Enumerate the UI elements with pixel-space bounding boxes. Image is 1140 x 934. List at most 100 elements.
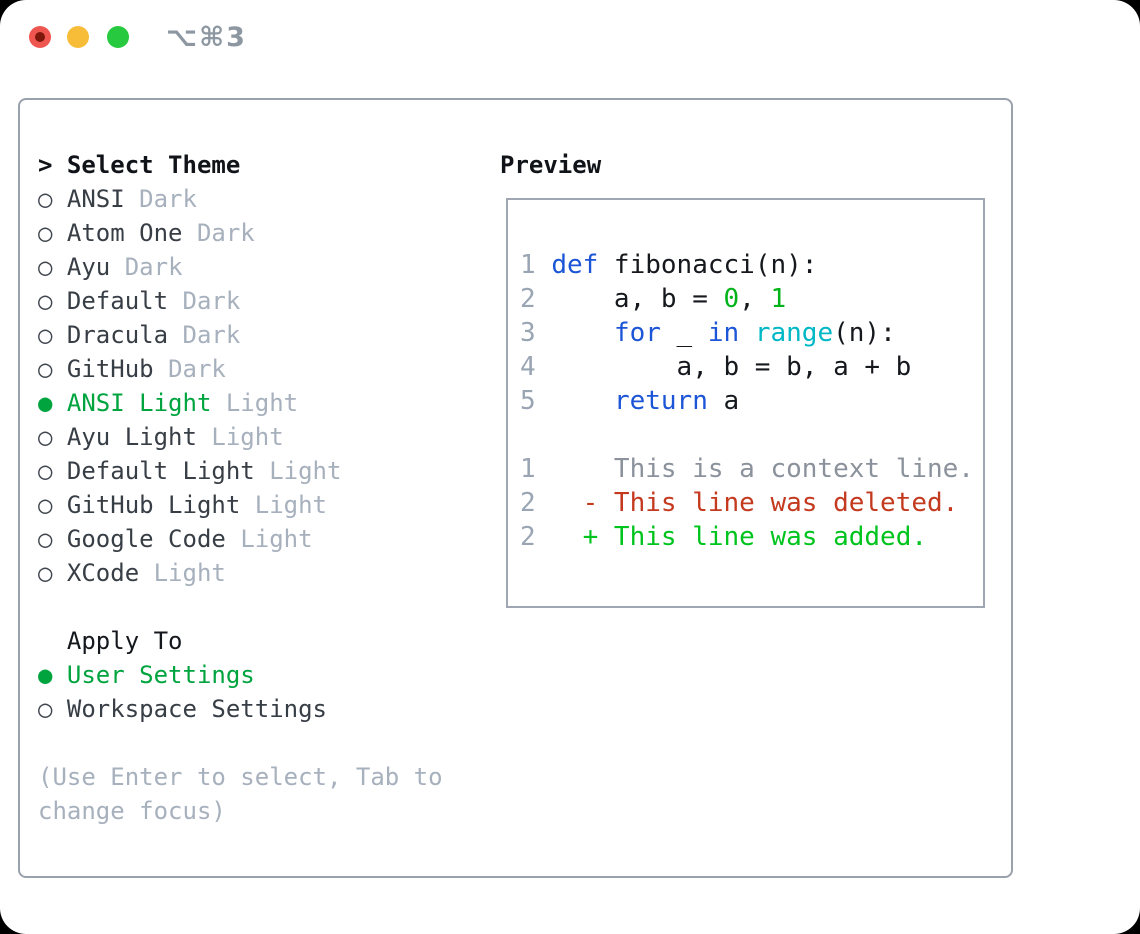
line-number: 2 (520, 488, 536, 518)
line-number: 2 (520, 284, 536, 314)
titlebar: ⌥⌘3 (0, 0, 1140, 75)
code-line-4: 4 a, b = b, a + b (520, 350, 983, 384)
theme-name: ANSI (66, 185, 125, 213)
theme-list-title: Select Theme (66, 151, 241, 179)
radio-icon: ○ (38, 423, 53, 451)
line-number: 1 (520, 250, 536, 280)
radio-icon: ○ (38, 253, 53, 281)
theme-option-github[interactable]: ○ GitHub Dark (38, 352, 443, 386)
close-button[interactable] (29, 26, 51, 48)
code-line-2: 2 a, b = 0, 1 (520, 282, 983, 316)
prompt-icon: > (38, 151, 53, 179)
apply-to-title: Apply To (66, 627, 183, 655)
theme-name: Default Light (66, 457, 255, 485)
line-number: 5 (520, 386, 536, 416)
line-number: 2 (520, 522, 536, 552)
apply-option-label: User Settings (66, 661, 255, 689)
theme-option-atom-one[interactable]: ○ Atom One Dark (38, 216, 443, 250)
theme-list: ○ ANSI Dark○ Atom One Dark○ Ayu Dark○ De… (38, 182, 443, 590)
window-shortcut-label: ⌥⌘3 (166, 22, 247, 53)
preview-title: Preview (500, 151, 602, 179)
code-token: , (739, 284, 771, 314)
theme-name: GitHub Light (66, 491, 241, 519)
theme-name: ANSI Light (66, 389, 212, 417)
theme-variant: Dark (168, 355, 226, 383)
code-token: (n): (833, 318, 896, 348)
radio-icon: ○ (38, 695, 53, 723)
line-number: 3 (520, 318, 536, 348)
theme-option-ansi[interactable]: ○ ANSI Dark (38, 182, 443, 216)
help-line: change focus) (38, 797, 226, 825)
code-line-3: 3 for _ in range(n): (520, 316, 983, 350)
minimize-button[interactable] (67, 26, 89, 48)
theme-option-default[interactable]: ○ Default Dark (38, 284, 443, 318)
theme-variant: Light (254, 491, 327, 519)
code-token: 0 (723, 284, 740, 314)
spacer-row (38, 590, 443, 624)
radio-icon: ○ (38, 287, 53, 315)
theme-variant: Dark (196, 219, 255, 247)
theme-option-xcode[interactable]: ○ XCode Light (38, 556, 443, 590)
code-token: a, b = (551, 284, 724, 314)
theme-variant: Light (240, 525, 313, 553)
theme-name: Default (66, 287, 169, 315)
code-token: in (707, 318, 740, 348)
code-token (739, 318, 755, 348)
radio-icon: ○ (38, 559, 53, 587)
blank-line (520, 214, 983, 248)
theme-option-ayu-light[interactable]: ○ Ayu Light Light (38, 420, 443, 454)
apply-option-workspace-settings[interactable]: ○ Workspace Settings (38, 692, 443, 726)
theme-variant: Dark (182, 321, 241, 349)
line-number: 1 (520, 454, 536, 484)
theme-name: Google Code (66, 525, 226, 553)
theme-option-github-light[interactable]: ○ GitHub Light Light (38, 488, 443, 522)
theme-name: Dracula (66, 321, 169, 349)
code-token: return (613, 386, 708, 416)
theme-option-ayu[interactable]: ○ Ayu Dark (38, 250, 443, 284)
diff-text: + This line was added. (582, 522, 927, 552)
theme-option-default-light[interactable]: ○ Default Light Light (38, 454, 443, 488)
theme-option-dracula[interactable]: ○ Dracula Dark (38, 318, 443, 352)
close-dot-icon (35, 32, 45, 42)
zoom-button[interactable] (107, 26, 129, 48)
radio-icon: ○ (38, 219, 53, 247)
theme-name: Ayu Light (66, 423, 197, 451)
radio-icon: ● (38, 661, 53, 689)
code-token: a (707, 386, 740, 416)
theme-variant: Light (211, 423, 284, 451)
theme-name: GitHub (66, 355, 154, 383)
code-token: for (613, 318, 661, 348)
theme-variant: Light (269, 457, 342, 485)
diff-line-added: 2 + This line was added. (520, 520, 983, 554)
radio-icon: ○ (38, 491, 53, 519)
theme-selector-column: > Select Theme ○ ANSI Dark○ Atom One Dar… (38, 148, 443, 828)
theme-variant: Dark (139, 185, 197, 213)
preview-column: Preview (500, 148, 601, 182)
spacer-row (38, 726, 443, 760)
code-token: 1 (770, 284, 787, 314)
code-token: a, b = b, a + b (551, 352, 912, 382)
code-token: _ (660, 318, 708, 348)
theme-option-google-code[interactable]: ○ Google Code Light (38, 522, 443, 556)
theme-option-ansi-light[interactable]: ● ANSI Light Light (38, 386, 443, 420)
apply-option-user-settings[interactable]: ● User Settings (38, 658, 443, 692)
radio-icon: ○ (38, 525, 53, 553)
code-token (551, 386, 614, 416)
apply-option-label: Workspace Settings (66, 695, 327, 723)
theme-variant: Light (225, 389, 299, 417)
preview-header: Preview (500, 148, 601, 182)
code-token: fibonacci(n): (598, 250, 818, 280)
radio-icon: ● (38, 389, 53, 417)
line-number: 4 (520, 352, 536, 382)
theme-variant: Dark (182, 287, 241, 315)
theme-name: XCode (66, 559, 140, 587)
theme-variant: Dark (124, 253, 183, 281)
radio-icon: ○ (38, 457, 53, 485)
radio-icon: ○ (38, 355, 53, 383)
radio-icon: ○ (38, 321, 53, 349)
apply-to-header: Apply To (38, 624, 443, 658)
